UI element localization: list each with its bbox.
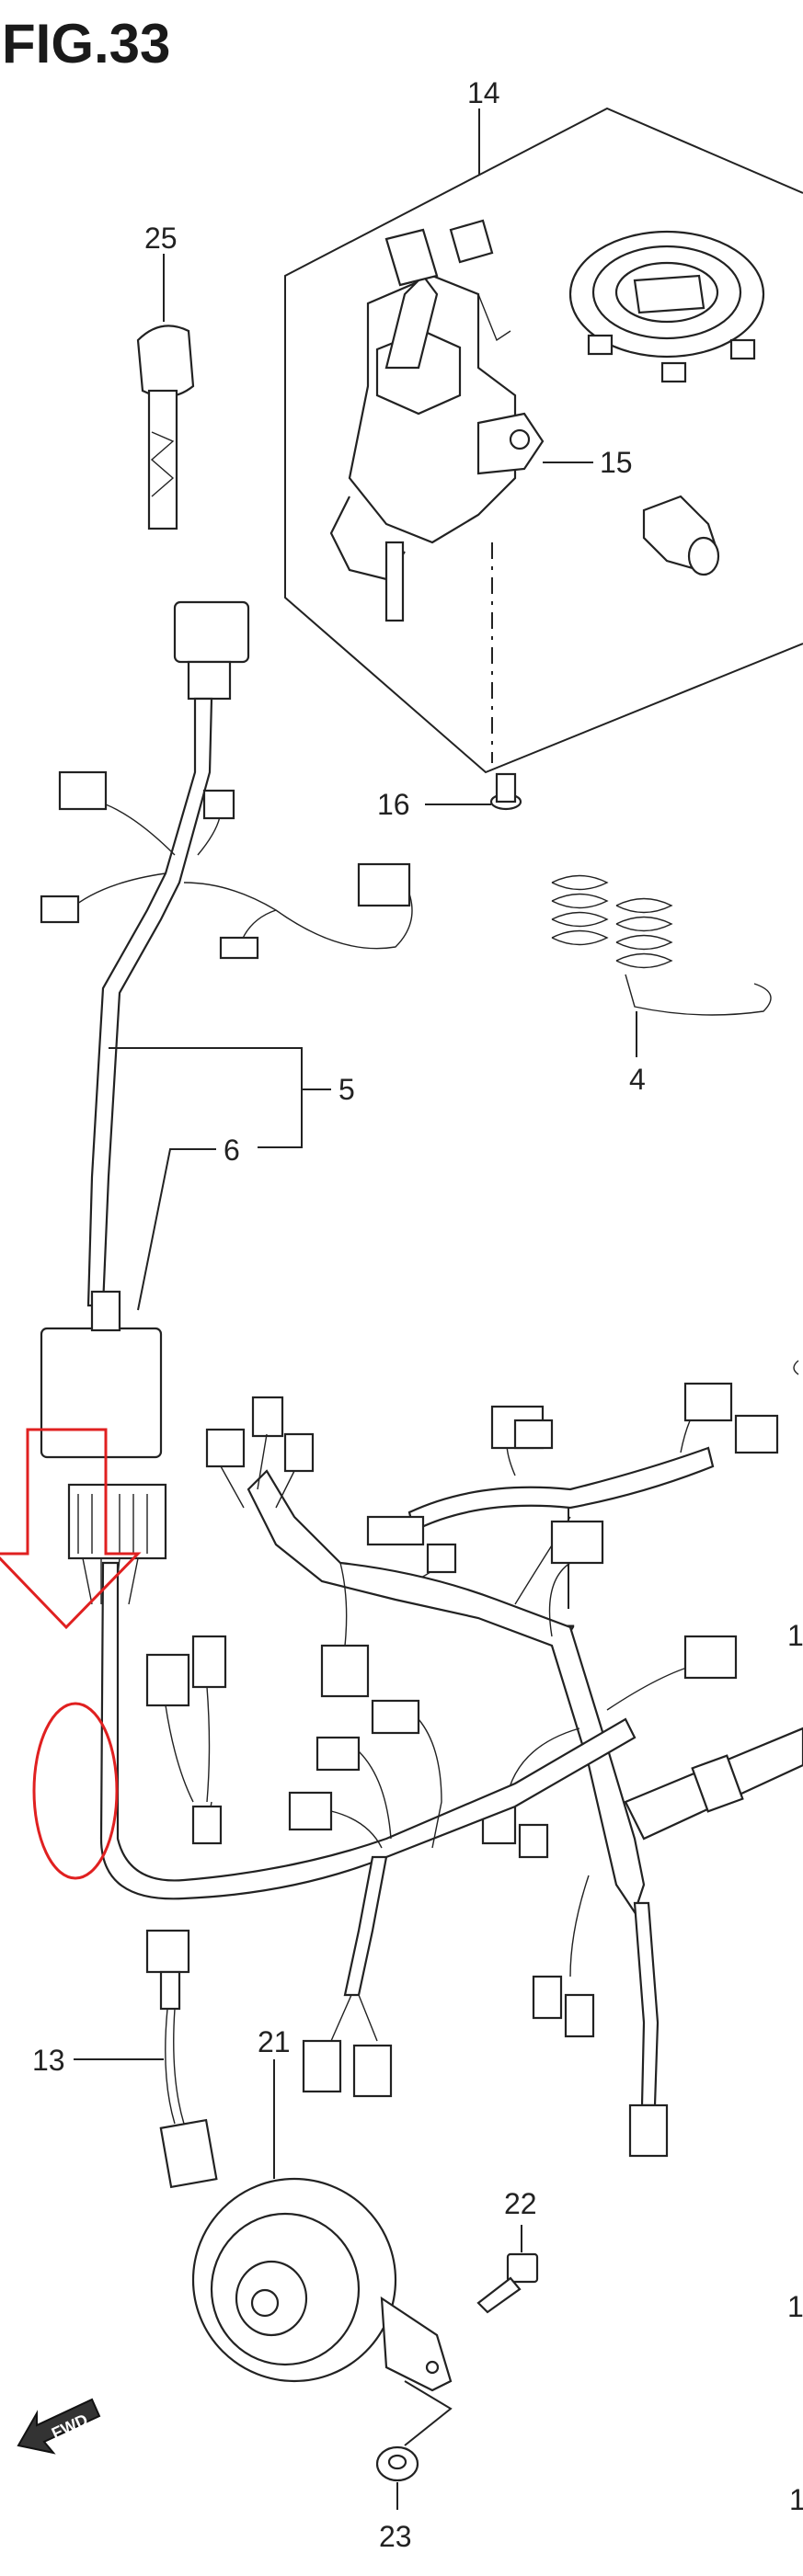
lock-cylinder: [642, 495, 720, 576]
callout-16: 16: [377, 788, 410, 821]
callout-15: 15: [600, 446, 633, 479]
red-annotation-circle: [32, 1702, 119, 1880]
screw-16: 16: [377, 542, 522, 821]
ignition-set-box: 14: [284, 76, 803, 774]
callout-22: 22: [504, 2187, 537, 2220]
callout-6: 6: [224, 1134, 240, 1167]
figure-title: FIG.33: [2, 13, 170, 74]
edge-mark: [793, 1360, 799, 1375]
bolt-22: 22: [476, 2187, 539, 2314]
callout-edge-2: 1: [787, 2290, 803, 2323]
nut-23: 23: [375, 2380, 453, 2553]
callout-14: 14: [467, 76, 500, 109]
callout-25: 25: [144, 222, 178, 255]
callout-13: 13: [32, 2044, 65, 2077]
spring-clip-4: 4: [551, 874, 772, 1096]
key-25: 25: [136, 222, 195, 530]
callout-edge-1: 1: [787, 1619, 803, 1652]
fuel-cap: [568, 230, 765, 383]
callout-5: 5: [338, 1073, 355, 1106]
callout-4: 4: [629, 1063, 646, 1096]
callout-edge-3: 1: [789, 2483, 803, 2516]
wiring-harness-upper: 5 6: [40, 600, 413, 1605]
fwd-arrow-icon: FWD: [17, 2398, 101, 2455]
ignition-switch: 15: [329, 219, 633, 622]
callout-21: 21: [258, 2025, 291, 2058]
red-annotation-arrow: [0, 1428, 142, 1630]
callout-23: 23: [379, 2520, 412, 2553]
horn-21: 21: [191, 2025, 453, 2392]
sub-harness-7: 7: [366, 1382, 779, 1652]
connector-lead-13: 13: [32, 1929, 218, 2189]
wiring-harness-lower: [99, 1396, 803, 2158]
